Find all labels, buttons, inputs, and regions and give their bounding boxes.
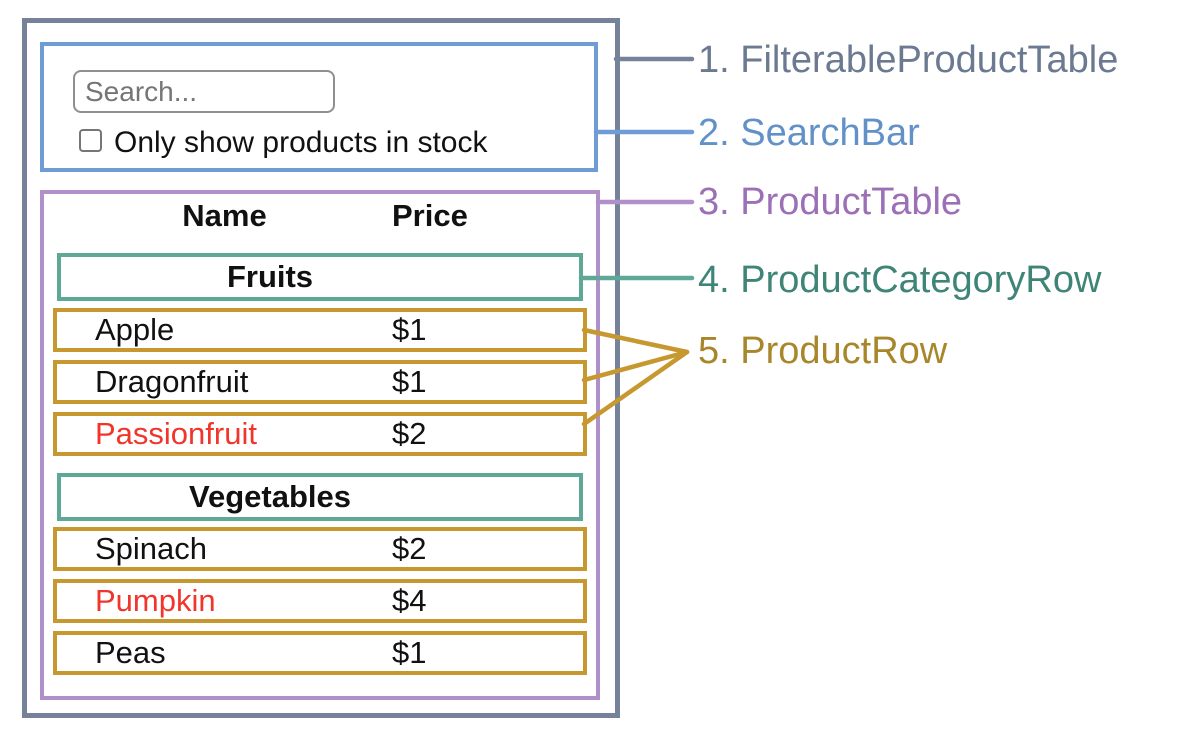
- search-bar-outline: [40, 42, 598, 172]
- product-price: $2: [392, 531, 427, 566]
- product-name-out-of-stock: Pumpkin: [95, 583, 216, 618]
- product-name: Apple: [95, 312, 175, 347]
- in-stock-checkbox[interactable]: [79, 129, 102, 152]
- product-row-dragonfruit: Dragonfruit $1: [53, 360, 587, 404]
- product-name: Spinach: [95, 531, 208, 566]
- product-name: Peas: [95, 635, 166, 670]
- product-row-passionfruit: Passionfruit $2: [53, 412, 587, 456]
- category-label: Fruits: [226, 259, 314, 294]
- product-table-outline: [40, 190, 600, 700]
- product-row-pumpkin: Pumpkin $4: [53, 579, 587, 623]
- in-stock-checkbox-label: Only show products in stock: [114, 126, 488, 159]
- product-name-out-of-stock: Passionfruit: [95, 416, 257, 451]
- product-row-apple: Apple $1: [53, 308, 587, 352]
- product-price: $1: [392, 312, 427, 347]
- product-price: $1: [392, 364, 427, 399]
- product-price: $2: [392, 416, 427, 451]
- column-header-price: Price: [392, 198, 468, 233]
- product-row-peas: Peas $1: [53, 631, 587, 675]
- product-name: Dragonfruit: [95, 364, 249, 399]
- product-category-row-vegetables: Vegetables: [57, 473, 583, 521]
- label-search-bar: 2. SearchBar: [698, 112, 920, 154]
- category-label: Vegetables: [189, 479, 351, 514]
- product-row-spinach: Spinach $2: [53, 527, 587, 571]
- product-price: $4: [392, 583, 427, 618]
- product-price: $1: [392, 635, 427, 670]
- label-product-table: 3. ProductTable: [698, 181, 963, 223]
- search-input[interactable]: [73, 70, 335, 113]
- label-filterable-product-table: 1. FilterableProductTable: [698, 39, 1119, 81]
- product-category-row-fruits: Fruits: [57, 253, 583, 301]
- label-product-category-row: 4. ProductCategoryRow: [698, 259, 1102, 301]
- label-product-row: 5. ProductRow: [698, 330, 948, 372]
- column-header-name: Name: [182, 198, 267, 233]
